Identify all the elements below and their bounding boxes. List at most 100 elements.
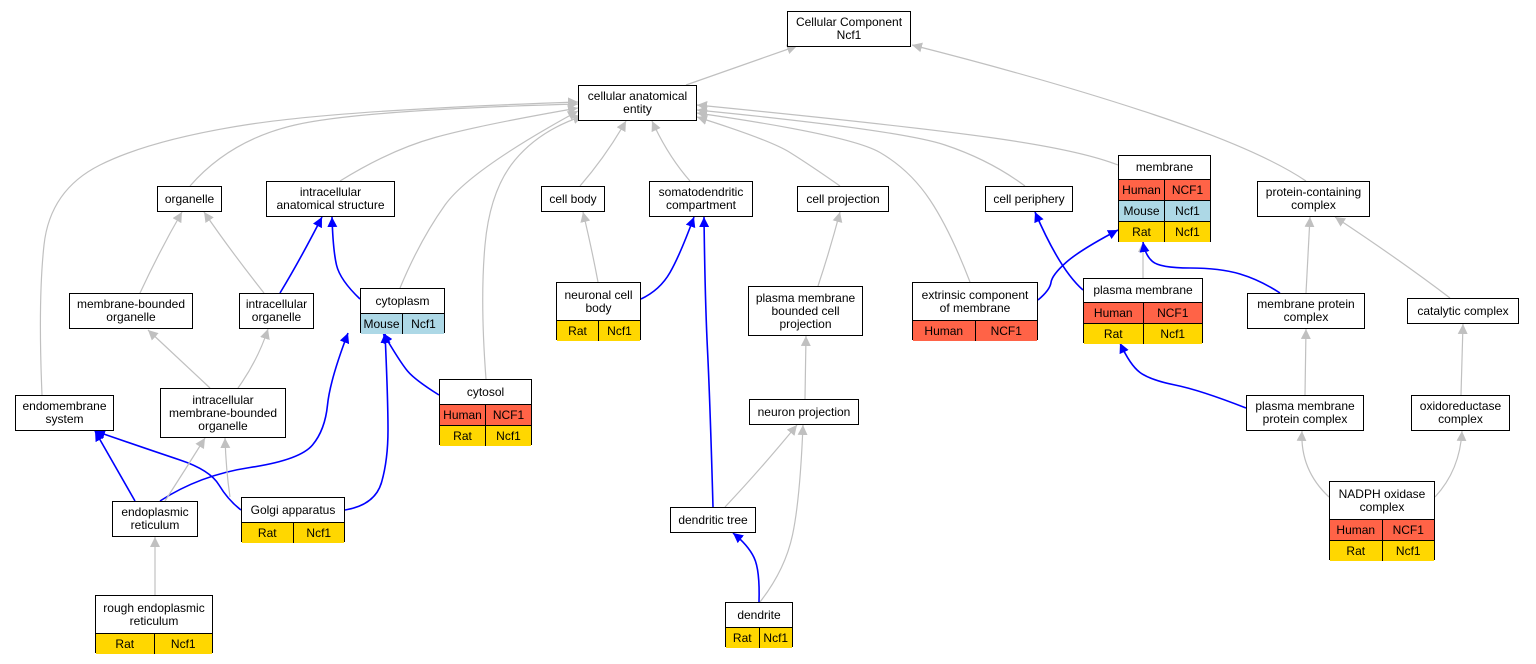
node-dtree[interactable]: dendritic tree (670, 507, 756, 533)
gene-cell: Ncf1 (1164, 201, 1210, 221)
edge-pmbcp-to-cellproj (817, 211, 843, 287)
node-pcc[interactable]: protein-containing complex (1257, 181, 1370, 217)
node-mbo[interactable]: membrane-bounded organelle (69, 293, 193, 329)
node-label: plasma membrane protein complex (1255, 399, 1355, 426)
node-label: membrane-bounded organelle (76, 297, 186, 324)
edge-nadph-to-oxc (1434, 430, 1467, 498)
edge-mbo-to-organelle (139, 211, 183, 294)
edge-ecm-to-cae (696, 109, 971, 283)
edge-pmpc-to-pm (1119, 342, 1247, 409)
node-label: dendrite (737, 607, 781, 622)
node-np[interactable]: neuron projection (749, 399, 859, 425)
gene-cell: Ncf1 (402, 314, 444, 334)
node-ias[interactable]: intracellular anatomical structure (266, 181, 395, 217)
species-cell: Human (1336, 523, 1376, 537)
species-row-rat: Rat Ncf1 (1330, 540, 1434, 561)
node-label: membrane (1135, 160, 1194, 174)
node-cae[interactable]: cellular anatomical entity (578, 85, 697, 121)
node-cc[interactable]: Cellular Component Ncf1 (787, 11, 911, 47)
node-cellproj[interactable]: cell projection (797, 186, 889, 212)
gene-cell: NCF1 (974, 321, 1038, 341)
node-label: catalytic complex (1417, 303, 1509, 318)
node-organelle[interactable]: organelle (157, 186, 222, 212)
node-er[interactable]: endoplasmic reticulum (112, 501, 198, 537)
edge-cellbody-to-cae (579, 120, 627, 187)
node-label: Golgi apparatus (250, 502, 336, 517)
node-oxc[interactable]: oxidoreductase complex (1411, 395, 1510, 431)
species-row-mouse: Mouse Ncf1 (1119, 200, 1210, 221)
gene-cell: Ncf1 (1381, 541, 1435, 561)
node-ems[interactable]: endomembrane system (15, 395, 114, 431)
node-label: Cellular Component Ncf1 (795, 15, 903, 42)
edge-cae-to-cc (685, 44, 798, 86)
node-label: cell projection (806, 191, 880, 206)
edge-dtree-to-somato (699, 216, 714, 508)
node-label: endoplasmic reticulum (121, 505, 189, 532)
edge-ncb-to-cellbody (580, 211, 599, 283)
node-mpc[interactable]: membrane protein complex (1247, 293, 1365, 329)
node-label: intracellular anatomical structure (276, 185, 385, 212)
edge-golgi-to-imbo (220, 437, 231, 498)
gene-cell: Ncf1 (1164, 222, 1210, 242)
edge-er-to-ems (94, 430, 136, 502)
species-cell: Mouse (1123, 204, 1160, 218)
node-cellbody[interactable]: cell body (541, 186, 605, 212)
node-label: cell periphery (993, 191, 1065, 206)
edge-nadph-to-pmpc (1296, 430, 1330, 498)
edge-cytoplasm-to-ias (327, 216, 361, 300)
node-label: protein-containing complex (1265, 185, 1362, 212)
edge-cytosol-to-cytoplasm (382, 332, 440, 396)
node-cat[interactable]: catalytic complex (1407, 298, 1519, 324)
species-cell: Rat (568, 324, 587, 338)
species-cell: Rat (453, 429, 472, 443)
edge-imbo-to-io (237, 328, 270, 389)
edge-er-to-imbo (164, 437, 206, 502)
node-pmbcp[interactable]: plasma membrane bounded cell projection (748, 286, 863, 336)
node-label: oxidoreductase complex (1419, 399, 1502, 426)
species-row-rat: Rat Ncf1 (440, 425, 531, 446)
gene-cell: Ncf1 (758, 628, 793, 648)
gene-cell: Ncf1 (292, 523, 345, 543)
node-label: neuron projection (757, 404, 851, 419)
node-periphery[interactable]: cell periphery (985, 186, 1073, 212)
species-cell: Rat (1103, 327, 1123, 341)
node-label: plasma membrane bounded cell projection (755, 290, 856, 331)
node-imbo[interactable]: intracellular membrane-bounded organelle (160, 388, 286, 438)
edge-mpc-to-pcc (1304, 216, 1315, 294)
edge-oxc-to-cat (1457, 323, 1468, 396)
node-label: cytosol (466, 384, 505, 399)
node-io[interactable]: intracellular organelle (239, 293, 314, 329)
edge-np-to-pmbcp (800, 335, 811, 400)
node-pmpc[interactable]: plasma membrane protein complex (1246, 395, 1364, 431)
gene-cell: Ncf1 (485, 426, 531, 446)
edge-cytoplasm-to-cae (399, 110, 579, 289)
edge-pm-to-periphery (1034, 211, 1084, 291)
edge-cytosol-to-cae (482, 114, 584, 380)
species-cell: Human (443, 408, 482, 422)
edge-organelle-to-cae (189, 99, 579, 187)
gene-cell: NCF1 (485, 405, 531, 425)
edge-io-to-ias (279, 216, 323, 294)
edge-somato-to-cae (651, 120, 691, 182)
node-somato[interactable]: somatodendritic compartment (649, 181, 753, 217)
node-label: neuronal cell body (564, 287, 633, 315)
species-cell: Rat (115, 637, 135, 651)
species-cell: Rat (1346, 544, 1366, 558)
